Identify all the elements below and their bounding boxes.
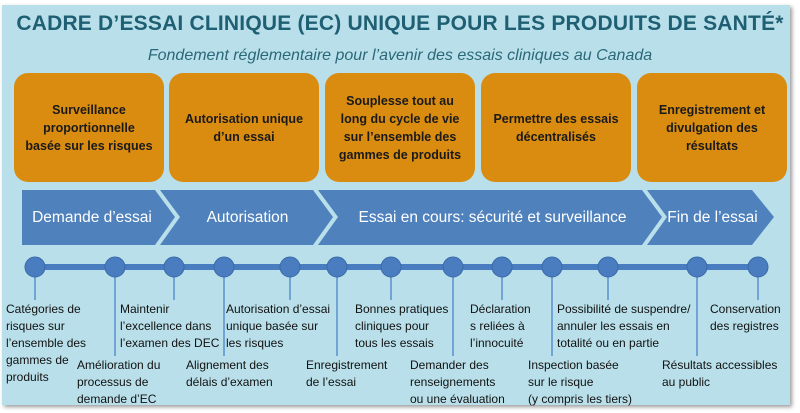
phase-chevron	[160, 190, 333, 245]
milestone-dot	[747, 256, 769, 278]
milestone-dot	[442, 256, 464, 278]
principle-box: Permettre des essais décentralisés	[481, 73, 631, 182]
principle-box: Enregistrement et divulgation des résult…	[637, 73, 787, 182]
phase-chevron	[318, 190, 662, 245]
diagram-subtitle: Fondement réglementaire pour l’avenir de…	[147, 47, 653, 64]
milestone-dot	[380, 256, 402, 278]
milestone-label: Bonnes pratiques cliniques pour tous les…	[355, 302, 449, 350]
principle-box: Autorisation unique d’un essai	[169, 73, 319, 182]
milestone-label: Demander des renseignements ou une évalu…	[410, 358, 505, 406]
phase-label: Demande d’essai	[32, 209, 152, 226]
phase-chevron	[647, 190, 774, 245]
milestone-dot	[686, 256, 708, 278]
milestone-dot	[541, 256, 563, 278]
milestone-label: Enregistrement de l’essai	[306, 358, 388, 389]
milestone-dot	[104, 256, 126, 278]
milestone-dot	[279, 256, 301, 278]
principle-box: Souplesse tout au long du cycle de vie s…	[325, 73, 475, 182]
milestone-label: Inspection basée sur le risque (y compri…	[528, 358, 633, 406]
milestone-dot	[491, 256, 513, 278]
milestone-dot	[163, 256, 185, 278]
milestone-dot	[326, 256, 348, 278]
phase-chevron	[22, 190, 175, 245]
phase-label: Fin de l’essai	[667, 209, 758, 226]
milestone-label: Possibilité de suspendre/ annuler les es…	[557, 302, 691, 350]
milestone-label: Résultats accessibles au public	[662, 358, 778, 389]
phase-label: Essai en cours: sécurité et surveillance	[358, 209, 627, 226]
milestone-dot	[213, 256, 235, 278]
milestone-label: Alignement des délais d’examen	[186, 358, 273, 389]
principle-box: Surveillance proportionnelle basée sur l…	[14, 73, 164, 182]
milestone-label: Autorisation d’essai unique basée sur le…	[226, 302, 331, 350]
phase-label: Autorisation	[206, 209, 289, 226]
diagram-title: CADRE D’ESSAI CLINIQUE (EC) UNIQUE POUR …	[16, 12, 784, 35]
milestone-label: Conservation des registres	[710, 302, 781, 333]
milestone-label: Déclaration s reliées à l’innocuité	[470, 302, 531, 350]
milestone-label: Catégories de risques sur l’ensemble des…	[6, 302, 87, 384]
milestone-label: Maintenir l’excellence dans l’examen des…	[120, 302, 220, 350]
milestone-label: Amélioration du processus de demande d’E…	[77, 358, 161, 406]
milestone-dot	[597, 256, 619, 278]
milestone-dot	[24, 256, 46, 278]
